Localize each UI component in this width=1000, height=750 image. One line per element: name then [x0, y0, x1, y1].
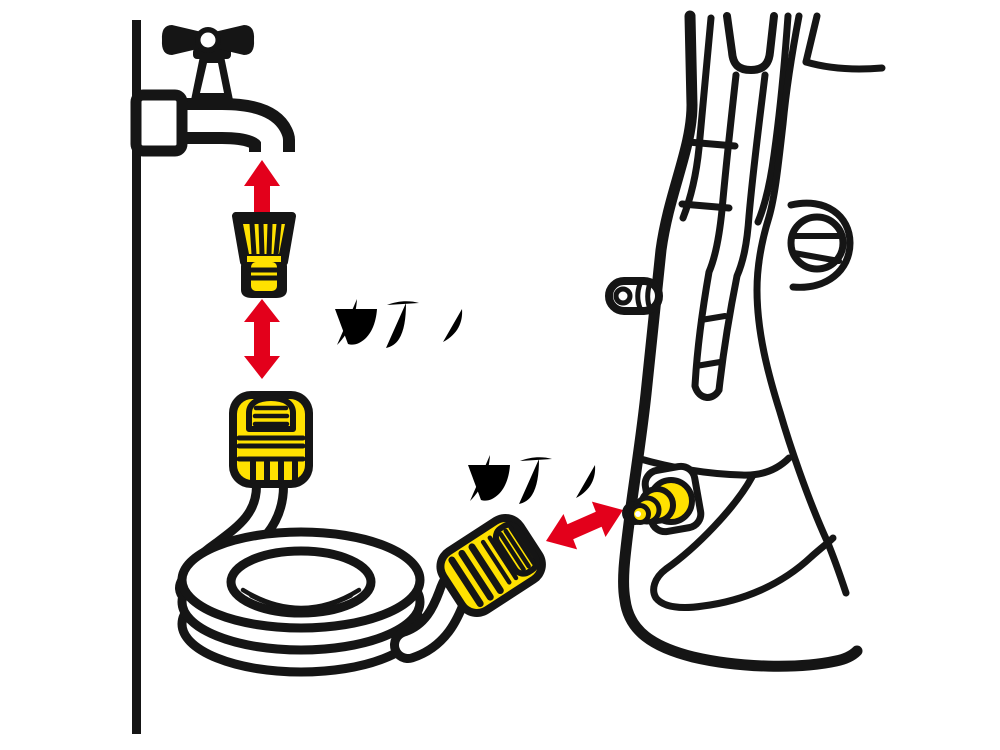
- tap-wall-mount: [130, 89, 188, 157]
- tap-adapter-threads: [244, 267, 284, 281]
- hose-quick-connector-icon: [229, 391, 313, 488]
- end-connector-ribs: [448, 543, 504, 608]
- coil-opening: [226, 546, 376, 618]
- washer-body-outline: [618, 10, 863, 672]
- washer-right-edge: [753, 12, 850, 597]
- tap-adapter-icon: [232, 212, 296, 298]
- wall-line: [132, 20, 141, 734]
- water-inlet-icon: [622, 462, 705, 536]
- kachi-text-1: [335, 299, 463, 348]
- arrow-up-icon: [244, 160, 280, 217]
- tap-adapter-ribs: [249, 221, 282, 257]
- tap-handle-icon: [161, 25, 255, 55]
- washer-foot-panel: [650, 473, 837, 611]
- pressure-washer-icon: [605, 10, 886, 672]
- hose-end-connector-icon: [436, 513, 546, 617]
- washer-cap-icon: [787, 199, 854, 291]
- washer-handle: [723, 12, 778, 74]
- coiled-hose-icon: [175, 468, 476, 677]
- double-arrow-vertical-icon: [244, 299, 280, 379]
- tap-spout-inner: [150, 110, 283, 153]
- kachi-text-2: [468, 455, 596, 504]
- washer-side-nub: [605, 277, 663, 315]
- connector-ribs: [250, 459, 298, 484]
- double-arrow-diagonal-icon: [546, 501, 623, 550]
- washer-lance-holder: [691, 71, 769, 401]
- water-tap-icon: [130, 25, 295, 163]
